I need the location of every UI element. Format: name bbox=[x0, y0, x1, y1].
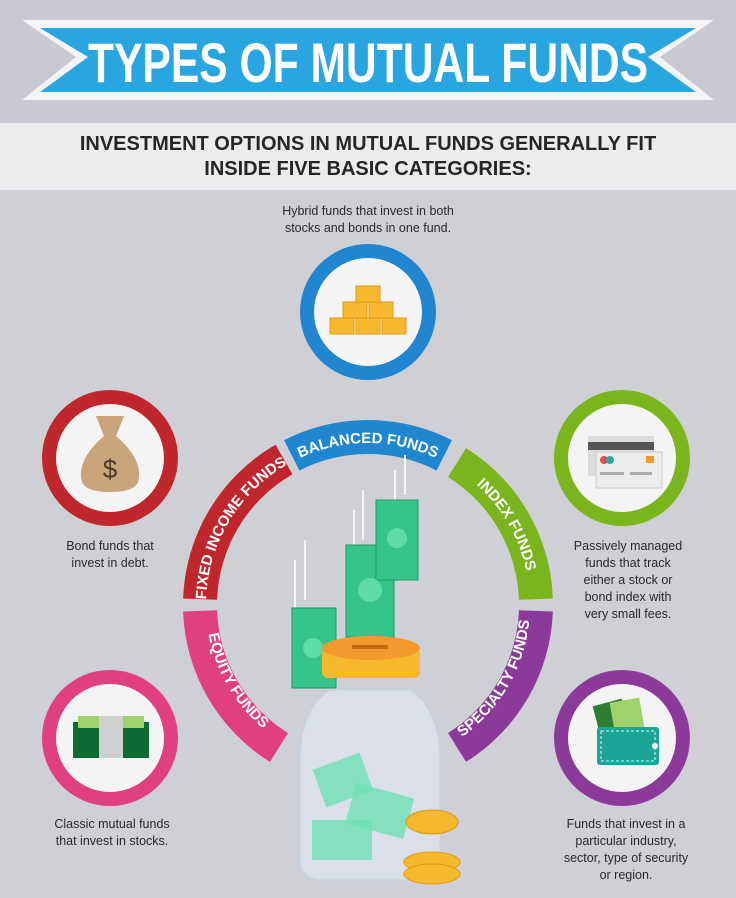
specialty-funds-segment bbox=[448, 610, 553, 762]
index-circle bbox=[554, 390, 690, 526]
credit-card-icon bbox=[588, 436, 663, 489]
desc-line: Funds that invest in a bbox=[566, 817, 686, 831]
fixed-income-circle: $ bbox=[42, 390, 178, 526]
balanced-funds-segment bbox=[284, 419, 452, 471]
desc-line: very small fees. bbox=[584, 607, 672, 621]
subtitle-line: INVESTMENT OPTIONS IN MUTUAL FUNDS GENER… bbox=[79, 133, 657, 155]
balanced-circle bbox=[300, 244, 436, 380]
equity-circle bbox=[42, 670, 178, 806]
desc-line: stocks and bonds in one fund. bbox=[284, 221, 452, 235]
equity-description: Classic mutual funds that invest in stoc… bbox=[12, 816, 212, 850]
desc-line: Passively managed bbox=[573, 539, 683, 553]
subtitle-line: INSIDE FIVE BASIC CATEGORIES: bbox=[204, 158, 532, 180]
title-banner: TYPES OF MUTUAL FUNDS bbox=[22, 20, 714, 100]
desc-line: funds that track bbox=[585, 556, 671, 570]
page-title: TYPES OF MUTUAL FUNDS bbox=[88, 31, 648, 94]
desc-line: sector, type of security bbox=[563, 851, 689, 865]
subtitle: INVESTMENT OPTIONS IN MUTUAL FUNDS GENER… bbox=[0, 132, 736, 182]
dollar-sign: $ bbox=[103, 454, 118, 484]
specialty-description: Funds that invest in a particular indust… bbox=[526, 816, 726, 884]
desc-line: Classic mutual funds bbox=[54, 817, 170, 831]
desc-line: Bond funds that bbox=[66, 539, 154, 553]
desc-line: particular industry, bbox=[575, 834, 677, 848]
desc-line: that invest in stocks. bbox=[55, 834, 169, 848]
index-description: Passively managed funds that track eithe… bbox=[528, 538, 728, 623]
money-jar-icon bbox=[291, 455, 461, 885]
equity-funds-segment bbox=[183, 610, 288, 762]
fixed-income-funds-segment bbox=[183, 444, 293, 600]
desc-line: invest in debt. bbox=[71, 556, 149, 570]
index-funds-segment bbox=[448, 448, 553, 600]
desc-line: bond index with bbox=[584, 590, 672, 604]
specialty-circle bbox=[554, 670, 690, 806]
desc-line: Hybrid funds that invest in both bbox=[282, 204, 454, 218]
subtitle-band bbox=[0, 123, 736, 190]
desc-line: or region. bbox=[599, 868, 653, 882]
desc-line: either a stock or bbox=[583, 573, 673, 587]
fixed-income-description: Bond funds that invest in debt. bbox=[10, 538, 210, 572]
gold-bars-icon bbox=[329, 285, 407, 335]
money-bag-icon: $ bbox=[80, 416, 140, 492]
balanced-description: Hybrid funds that invest in both stocks … bbox=[268, 203, 468, 237]
cash-stack-icon bbox=[73, 716, 149, 758]
wallet-icon bbox=[592, 697, 659, 765]
